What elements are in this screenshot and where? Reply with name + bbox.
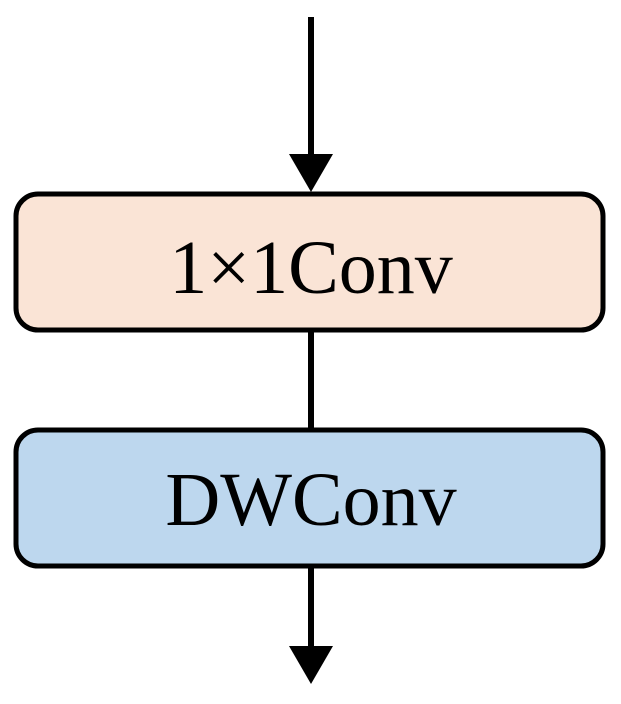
conv1x1-label: 1×1Conv <box>169 226 453 310</box>
input-arrow <box>289 17 333 192</box>
dwconv-label: DWConv <box>165 458 456 542</box>
output-arrow <box>289 566 333 684</box>
conv1x1-block: 1×1Conv <box>13 191 606 333</box>
dwconv-block: DWConv <box>13 427 606 569</box>
